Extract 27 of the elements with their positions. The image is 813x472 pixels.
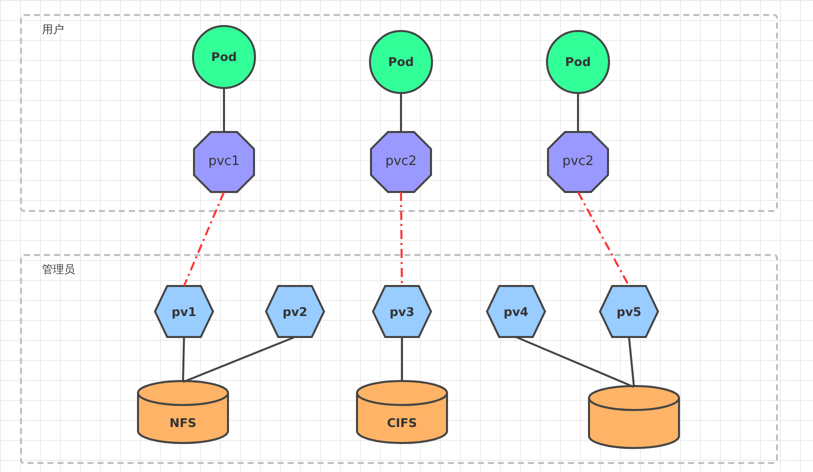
claim-label: pvc1 (208, 154, 240, 170)
volume-label: pv5 (616, 304, 642, 320)
connector-line (628, 336, 635, 388)
connector-line (182, 336, 296, 383)
claim-label: pvc2 (562, 154, 594, 170)
volume-label: pv3 (390, 304, 414, 320)
dashed-frame (20, 14, 778, 212)
volume-label: pv4 (504, 304, 528, 320)
pod-label: Pod (211, 49, 237, 65)
volume-label: pv2 (282, 304, 308, 320)
connector-line (400, 93, 402, 132)
volume-label: pv1 (172, 304, 196, 320)
dashed-frame (20, 254, 778, 464)
storage-label: NFS (170, 415, 196, 432)
connector-line (577, 93, 579, 132)
binding-line (577, 192, 630, 286)
connector-line (401, 337, 403, 382)
binding-line (183, 192, 225, 286)
connector-line (182, 336, 185, 382)
group-heading: 管理员 (42, 262, 75, 277)
pod-label: Pod (388, 54, 414, 70)
storage-label: CIFS (386, 415, 418, 432)
pod-label: Pod (565, 54, 591, 70)
connector-line (223, 88, 225, 132)
connector-line (516, 336, 634, 388)
group-heading: 用户 (42, 22, 64, 37)
claim-label: pvc2 (385, 154, 417, 170)
